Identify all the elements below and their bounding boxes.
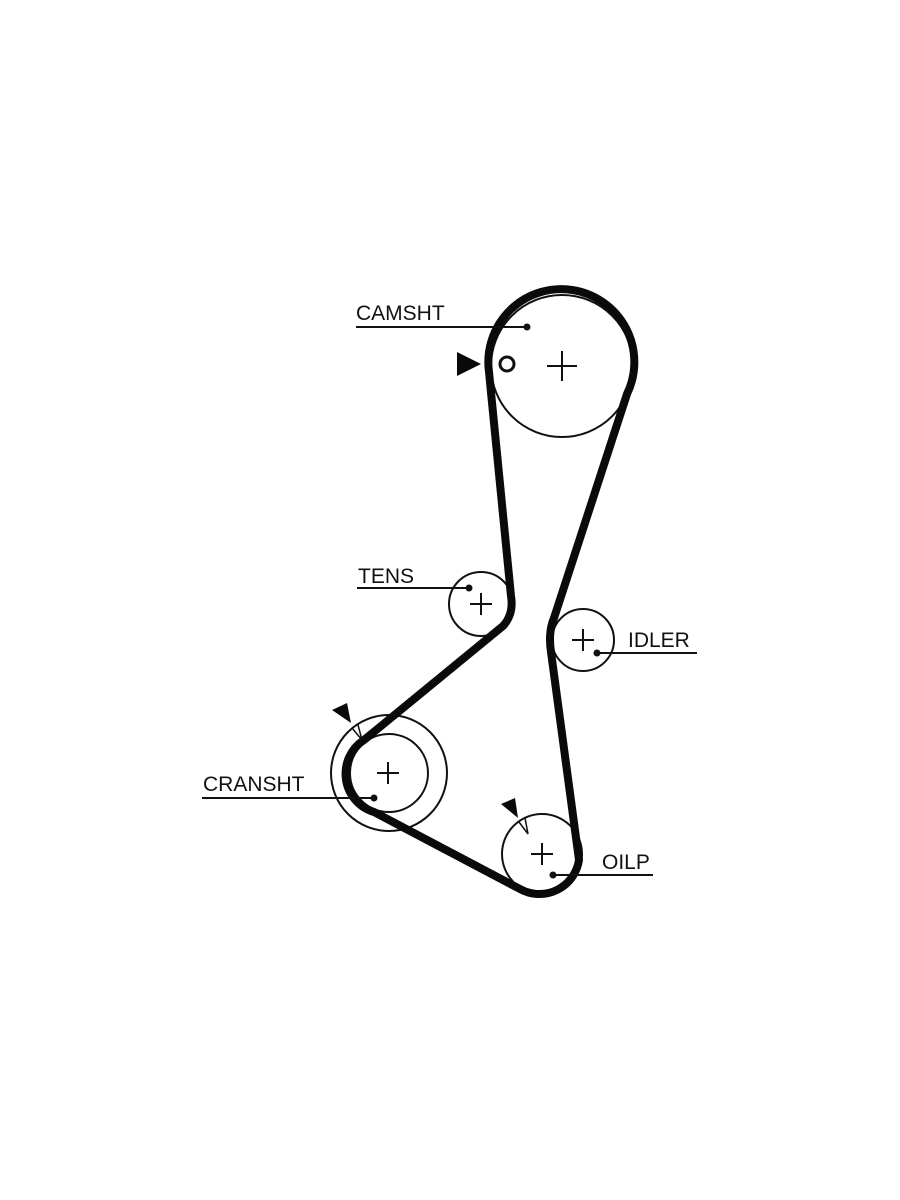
tensioner-center-icon	[470, 593, 492, 615]
camshaft-timing-mark-icon	[457, 352, 481, 376]
crankshaft-notch-icon	[351, 724, 363, 741]
oil-pump-timing-mark-icon	[501, 798, 518, 818]
oil-pump-notch-icon	[518, 817, 529, 835]
tensioner-label: TENS	[358, 565, 414, 588]
camshaft-center-icon	[547, 351, 577, 381]
oil-pump-center-icon	[531, 843, 553, 865]
oil-pump-label: OILP	[602, 851, 650, 874]
idler-center-icon	[572, 629, 594, 651]
crankshaft-pulley	[349, 733, 429, 813]
crankshaft-label: CRANSHT	[203, 773, 305, 796]
idler-label: IDLER	[628, 629, 690, 652]
camshaft-label: CAMSHT	[356, 302, 445, 325]
timing-belt	[341, 285, 639, 899]
camshaft-timing-hole-icon	[498, 355, 516, 373]
crankshaft-timing-mark-icon	[332, 703, 351, 723]
crankshaft-center-icon	[377, 762, 399, 784]
